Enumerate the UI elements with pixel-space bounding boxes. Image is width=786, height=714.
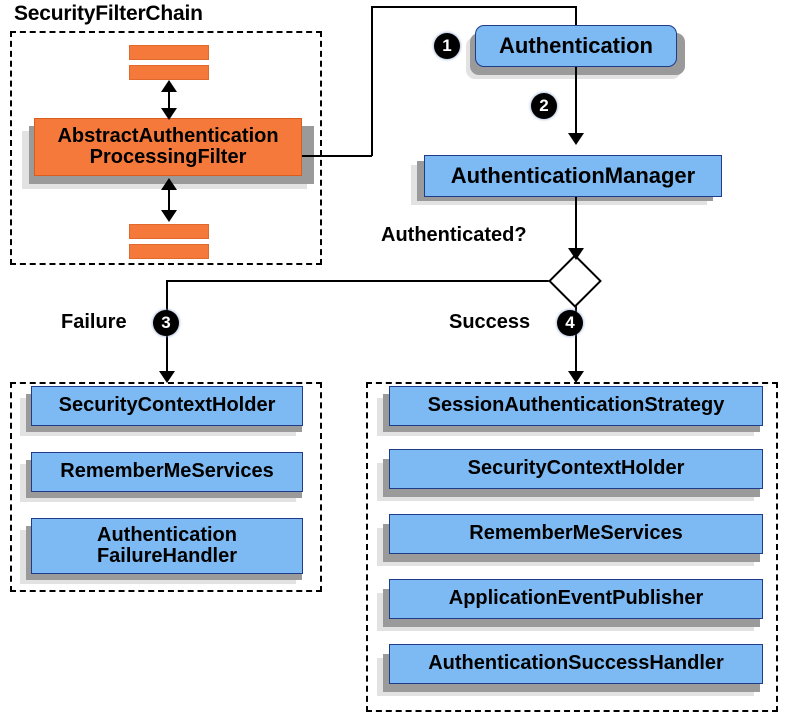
failure-item-1-label: SecurityContextHolder <box>58 394 276 417</box>
success-item-5-label: AuthenticationSuccessHandler <box>428 652 724 675</box>
manager-to-decision-arrow <box>568 248 584 260</box>
node-label-line-1: AbstractAuthentication <box>57 124 279 147</box>
filter-link-top-arrow-up <box>161 80 177 92</box>
filter-to-auth-segment-drop <box>575 6 577 28</box>
success-item-3-label: RememberMeServices <box>469 522 683 545</box>
failure-branch-label: Failure <box>61 311 127 333</box>
step-badge-4-number: 4 <box>565 313 575 332</box>
decision-to-failure-horizontal <box>166 280 558 282</box>
failure-item-securitycontextholder[interactable]: SecurityContextHolder <box>31 386 303 426</box>
success-item-applicationeventpublisher[interactable]: ApplicationEventPublisher <box>389 579 763 619</box>
step-badge-4: 4 <box>557 310 583 336</box>
decision-diamond <box>548 254 602 308</box>
failure-branch-arrow <box>159 371 175 383</box>
success-branch-arrow <box>568 371 584 383</box>
step-badge-2-number: 2 <box>539 96 549 115</box>
filter-bar-top-2 <box>129 65 209 80</box>
failure-item-remembermeservices[interactable]: RememberMeServices <box>31 452 303 492</box>
filter-bar-top-1 <box>129 45 209 60</box>
success-item-1-label: SessionAuthenticationStrategy <box>427 394 725 417</box>
filter-bar-bottom-2 <box>129 244 209 259</box>
success-item-authenticationsuccesshandler[interactable]: AuthenticationSuccessHandler <box>389 644 763 684</box>
success-item-sessionauthenticationstrategy[interactable]: SessionAuthenticationStrategy <box>389 386 763 426</box>
filter-link-bottom-arrow-up <box>161 178 177 190</box>
step-badge-3: 3 <box>153 310 179 336</box>
auth-to-manager-line <box>575 67 577 137</box>
failure-item-3-label-line-1: Authentication <box>97 523 237 546</box>
node-authentication-manager[interactable]: AuthenticationManager <box>424 155 722 197</box>
node-label-line-2: ProcessingFilter <box>89 146 247 168</box>
filter-to-auth-segment-horizontal-lower <box>302 155 372 157</box>
node-authentication[interactable]: Authentication <box>475 25 677 67</box>
decision-question-label: Authenticated? <box>381 224 527 246</box>
security-filter-chain-title: SecurityFilterChain <box>14 2 203 25</box>
success-group-container <box>366 382 778 712</box>
failure-item-2-label: RememberMeServices <box>60 460 274 483</box>
failure-item-authenticationfailurehandler[interactable]: Authentication FailureHandler <box>31 518 303 574</box>
security-filter-chain-container <box>10 31 322 265</box>
success-item-2-label: SecurityContextHolder <box>467 457 685 480</box>
filter-link-top-arrow-down <box>161 108 177 120</box>
filter-link-top <box>168 82 170 118</box>
auth-to-manager-arrow <box>568 133 584 145</box>
step-badge-2: 2 <box>531 93 557 119</box>
success-item-remembermeservices[interactable]: RememberMeServices <box>389 514 763 554</box>
filter-link-bottom-arrow-down <box>161 210 177 222</box>
success-item-4-label: ApplicationEventPublisher <box>448 587 704 610</box>
step-badge-1: 1 <box>434 33 460 59</box>
decision-to-success-vertical <box>575 300 577 381</box>
node-authentication-manager-label: AuthenticationManager <box>450 163 696 189</box>
filter-to-auth-segment-horizontal-upper <box>371 6 577 8</box>
manager-to-decision-line <box>575 197 577 254</box>
failure-group-container <box>10 382 322 592</box>
success-item-securitycontextholder[interactable]: SecurityContextHolder <box>389 449 763 489</box>
node-authentication-label: Authentication <box>499 33 653 59</box>
failure-item-3-label-line-2: FailureHandler <box>96 545 238 567</box>
filter-bar-bottom-1 <box>129 224 209 239</box>
node-abstract-authentication-processing-filter[interactable]: AbstractAuthentication ProcessingFilter <box>34 118 302 176</box>
filter-to-auth-segment-vertical <box>371 6 373 156</box>
step-badge-1-number: 1 <box>442 36 452 55</box>
success-branch-label: Success <box>449 311 531 333</box>
filter-link-bottom <box>168 180 170 220</box>
step-badge-3-number: 3 <box>161 313 171 332</box>
